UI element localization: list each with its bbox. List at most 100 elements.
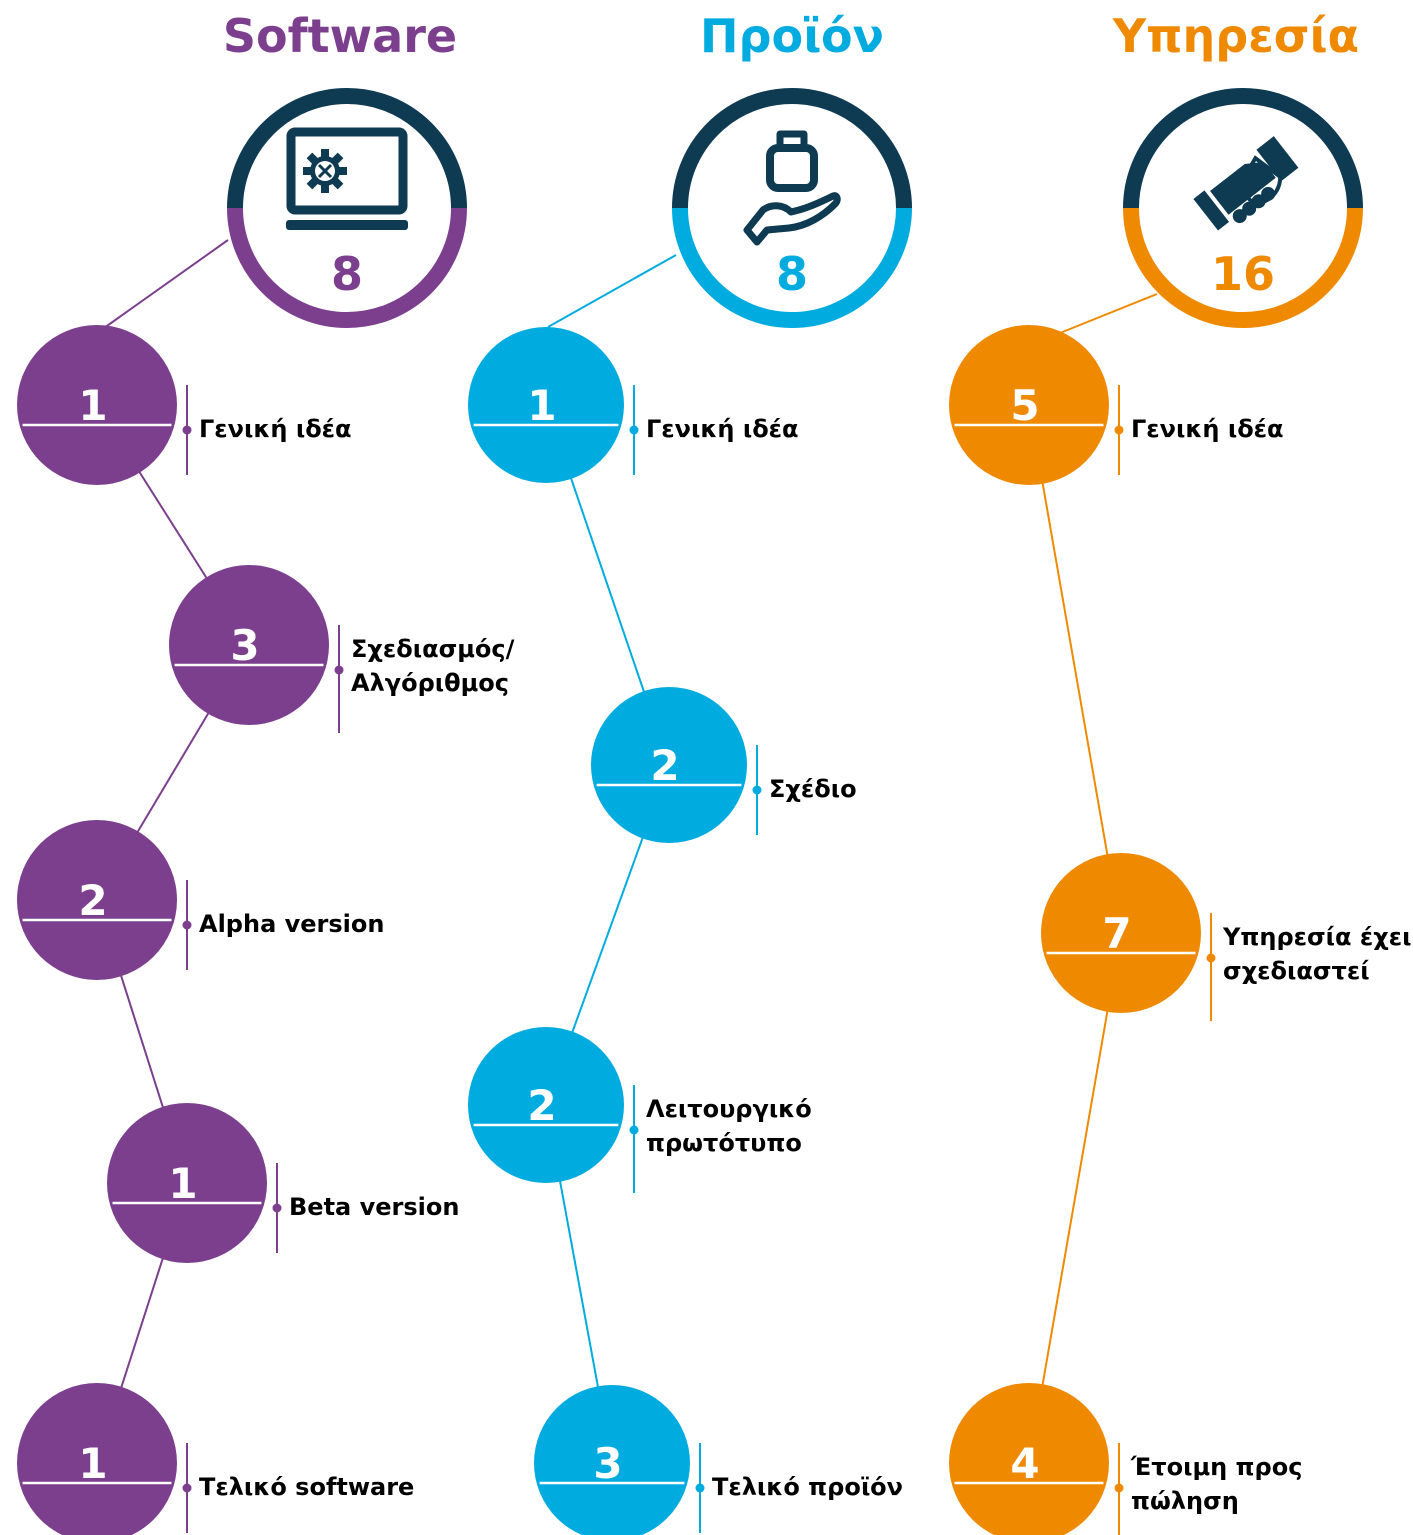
stage-count: 1	[78, 381, 107, 430]
handshake-icon	[1193, 136, 1299, 231]
open-hand	[743, 192, 841, 246]
ring-top-arc	[1123, 88, 1363, 209]
laptop-screen	[286, 127, 408, 215]
stage-circle	[468, 1027, 624, 1183]
column-title-product: Προϊόν	[700, 9, 884, 63]
stage-count: 3	[230, 621, 259, 670]
connector-line	[1059, 293, 1158, 334]
handshake-group	[1193, 136, 1299, 231]
ring-bottom-arc	[672, 207, 912, 328]
right-sleeve	[1256, 136, 1299, 182]
header-ring-service: 16	[1123, 88, 1363, 328]
total-count-software: 8	[331, 247, 363, 301]
column-title-service: Υπηρεσία	[1112, 9, 1359, 63]
stage-label: Αλγόριθμος	[351, 669, 509, 697]
connector-lines-service	[1028, 293, 1158, 1464]
total-count-service: 16	[1211, 247, 1275, 301]
screwdriver-stroke	[317, 163, 333, 179]
stage-count: 1	[168, 1159, 197, 1208]
connector-line	[547, 254, 677, 328]
stage-circle	[1041, 853, 1201, 1013]
stage-label: Υπηρεσία έχει	[1222, 923, 1411, 951]
stage-circle	[107, 1103, 267, 1263]
stage-label: Έτοιμη προς	[1130, 1453, 1302, 1481]
stage-label: Τελικό προϊόν	[712, 1473, 903, 1501]
stage-count: 4	[1010, 1439, 1039, 1488]
stage-count: 2	[650, 741, 679, 790]
stage-count: 1	[527, 381, 556, 430]
ring-top-arc	[672, 88, 912, 209]
total-count-product: 8	[776, 247, 808, 301]
stage-label: πώληση	[1131, 1487, 1239, 1515]
stage-count: 2	[78, 876, 107, 925]
column-title-software: Software	[223, 9, 457, 63]
laptop-gear-icon	[286, 127, 408, 230]
stage-circle	[534, 1385, 690, 1535]
stage-circle	[591, 687, 747, 843]
gear-tooth	[321, 183, 329, 193]
stage-count: 3	[593, 1439, 622, 1488]
label-dot	[1114, 425, 1124, 435]
stage-node-product-3: 2 Λειτουργικό πρωτότυπο	[468, 1027, 812, 1193]
ring-bottom-arc	[227, 207, 467, 328]
header-ring-software: 8	[227, 88, 467, 328]
stage-circle	[17, 1383, 177, 1535]
stage-circle	[949, 325, 1109, 485]
stage-count: 2	[527, 1081, 556, 1130]
laptop-base	[286, 220, 408, 230]
bag-body	[766, 144, 818, 192]
stage-label: Beta version	[289, 1193, 459, 1221]
stage-circle	[949, 1383, 1109, 1535]
label-dot	[1114, 1483, 1124, 1493]
header-ring-product: 8	[672, 88, 912, 328]
left-sleeve	[1193, 190, 1230, 231]
finger	[1232, 209, 1247, 224]
stage-count: 5	[1010, 381, 1039, 430]
ring-bottom-arc	[1123, 207, 1363, 328]
stage-circle	[17, 325, 177, 485]
label-dot	[629, 425, 639, 435]
stage-label: Γενική ιδέα	[1131, 415, 1284, 443]
stage-circle	[17, 820, 177, 980]
finger	[1261, 186, 1276, 201]
stage-label: Τελικό software	[199, 1473, 414, 1501]
stage-label: Σχέδιο	[769, 775, 857, 803]
label-dot	[1206, 953, 1216, 963]
stage-label: σχεδιαστεί	[1223, 957, 1370, 985]
label-dot	[629, 1125, 639, 1135]
bag-handle	[776, 130, 808, 148]
ring-backdrop	[676, 92, 908, 324]
hand-holding-bag-icon	[743, 130, 841, 246]
label-dot	[182, 920, 192, 930]
stage-count: 7	[1102, 909, 1131, 958]
stage-label: Γενική ιδέα	[199, 415, 352, 443]
label-dot	[182, 425, 192, 435]
label-dot	[695, 1483, 705, 1493]
stage-circle	[468, 327, 624, 483]
stage-label: Alpha version	[199, 910, 384, 938]
stage-circle	[169, 565, 329, 725]
stage-count: 1	[78, 1439, 107, 1488]
connector-line	[1028, 932, 1122, 1464]
ring-top-arc	[227, 88, 467, 209]
finger	[1251, 194, 1266, 209]
stage-label: πρωτότυπο	[646, 1129, 802, 1157]
stage-label: Γενική ιδέα	[646, 415, 799, 443]
finger	[1242, 201, 1257, 216]
connector-line	[103, 239, 229, 329]
gear-tooth	[321, 149, 329, 159]
stage-label: Λειτουργικό	[646, 1095, 812, 1123]
label-dot	[334, 665, 344, 675]
